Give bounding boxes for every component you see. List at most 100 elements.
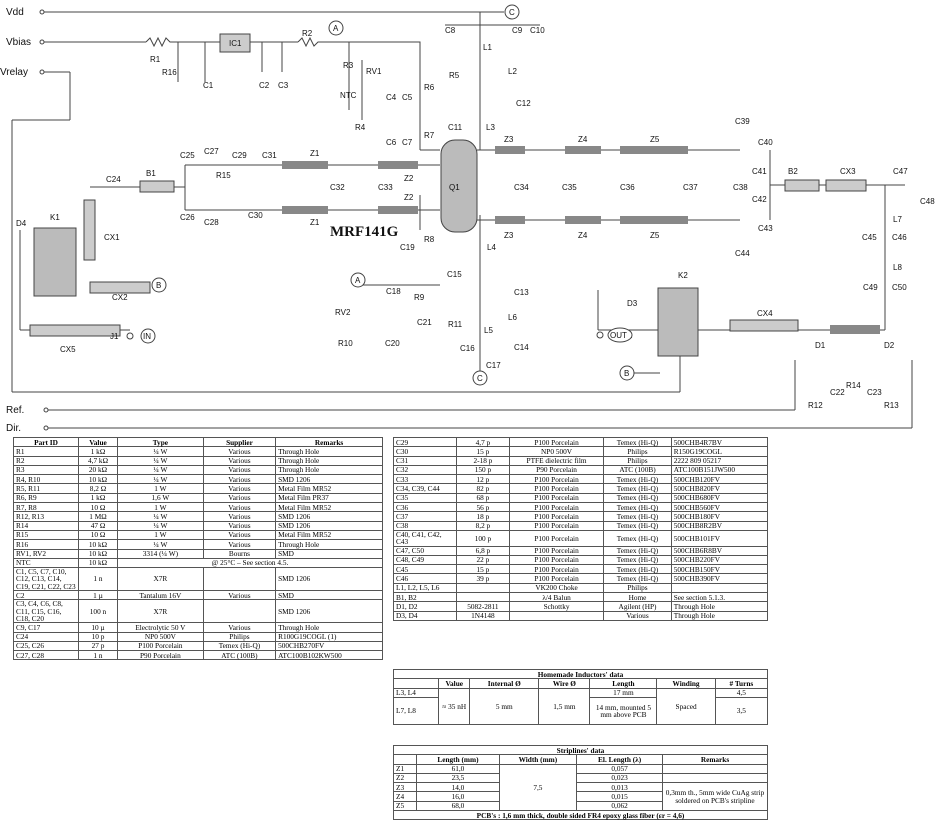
part-id-cell: RV1, RV2 — [13, 548, 79, 559]
node-b-right: B — [624, 369, 629, 378]
remarks-cell: SMD 1206 — [275, 474, 383, 485]
type-cell: P100 Porcelain — [508, 474, 605, 485]
type-cell: 1 W — [116, 502, 204, 513]
strip-length-cell: 68,0 — [416, 800, 500, 812]
ind-length: 17 mm — [589, 687, 658, 698]
schematic-diagram: Vdd Vbias Vrelay Ref. Dir. A C A C B B — [0, 4, 935, 432]
supplier-cell: Various — [202, 529, 277, 541]
part-id-cell: C33 — [393, 474, 457, 485]
value-cell: 27 p — [78, 640, 118, 652]
part-id-cell: C47, C50 — [393, 545, 457, 556]
value-cell: 10 Ω — [78, 502, 118, 513]
value-cell: 15 p — [456, 446, 510, 457]
value-cell: 4,7 p — [456, 436, 510, 448]
strip-id-cell: Z4 — [392, 791, 418, 802]
part-id-cell: C46 — [393, 573, 457, 584]
strip-ellength-cell: 0,015 — [576, 791, 663, 802]
value-cell: 150 p — [456, 464, 510, 476]
value-cell: 10 kΩ — [78, 474, 118, 485]
component-label-c2: C2 — [259, 81, 270, 90]
component-label-cx2: CX2 — [112, 293, 128, 302]
input-port-label: IN — [143, 332, 151, 341]
component-label-r13: R13 — [884, 401, 899, 410]
node-a-top: A — [333, 24, 339, 33]
component-label-c23: C23 — [867, 388, 882, 397]
component-label-d3: D3 — [627, 299, 638, 308]
component-label-c36: C36 — [620, 183, 635, 192]
type-cell: NP0 500V — [508, 446, 605, 457]
remarks-cell: 500CHB8R2BV — [670, 520, 769, 531]
supplier-cell: Temex (Hi-Q) — [603, 492, 672, 504]
component-label-c37: C37 — [683, 183, 698, 192]
remarks-cell: Through Hole — [275, 622, 383, 633]
type-cell: ¼ W — [116, 464, 204, 476]
value-cell: 12 p — [456, 474, 510, 485]
inductors-header-row: Value Internal Ø Wire Ø Length Winding #… — [392, 678, 769, 689]
rail-vbias: Vbias — [6, 37, 31, 48]
type-cell: P100 Porcelain — [508, 502, 605, 513]
rail-vrelay: Vrelay — [0, 67, 28, 78]
component-label-z1a: Z1 — [310, 149, 320, 158]
component-label-c16: C16 — [460, 344, 475, 353]
part-id-cell: R3 — [13, 464, 79, 476]
component-label-c11: C11 — [448, 123, 463, 132]
supplier-cell: Home — [603, 592, 672, 603]
supplier-cell: Temex (Hi-Q) — [603, 483, 672, 494]
value-cell: 47 Ω — [78, 520, 118, 531]
type-cell: P100 Porcelain — [508, 511, 605, 522]
remarks-cell: 500CHB220FV — [670, 554, 769, 566]
component-label-z1b: Z1 — [310, 218, 320, 227]
part-id-cell: C1, C5, C7, C10, C12, C13, C14, C19, C21… — [13, 567, 79, 592]
component-label-z4a: Z4 — [578, 135, 588, 144]
ind-winding: Spaced — [656, 687, 716, 725]
ind-id: L3, L4 — [392, 687, 440, 698]
value-cell: 6,8 p — [456, 545, 510, 556]
striplines-table: Striplines' data Length (mm) Width (mm) … — [392, 744, 768, 821]
component-label-r15: R15 — [216, 171, 231, 180]
type-cell: ¼ W — [116, 446, 204, 457]
component-label-c35: C35 — [562, 183, 577, 192]
part-id-cell: D3, D4 — [393, 610, 457, 621]
strip-length-cell: 61,0 — [416, 763, 500, 774]
component-label-c5: C5 — [402, 93, 413, 102]
component-label-c29: C29 — [232, 151, 247, 160]
type-cell: ¼ W — [116, 511, 204, 522]
remarks-cell: SMD 1206 — [275, 599, 383, 624]
component-label-r5: R5 — [449, 71, 460, 80]
ind-value: ≈ 35 nH — [438, 687, 471, 725]
component-label-k2: K2 — [678, 271, 688, 280]
component-label-c10: C10 — [530, 26, 545, 35]
parts-header-row: Part ID Value Type Supplier Remarks — [13, 436, 383, 448]
type-cell: P100 Porcelain — [508, 545, 605, 556]
ind-internal: 5 mm — [469, 687, 540, 725]
value-cell: 39 p — [456, 573, 510, 584]
remarks-cell: SMD 1206 — [275, 567, 383, 592]
remarks-cell: R100G19COGL (1) — [275, 631, 383, 642]
component-label-r12: R12 — [808, 401, 823, 410]
component-label-rv1: RV1 — [366, 67, 382, 76]
component-label-c47: C47 — [893, 167, 908, 176]
component-label-r9: R9 — [414, 293, 425, 302]
remarks-cell: Metal Film PR37 — [275, 492, 383, 504]
value-cell: 56 p — [456, 502, 510, 513]
type-cell: 1 W — [116, 483, 204, 494]
component-label-c8: C8 — [445, 26, 456, 35]
value-cell: 10 kΩ — [78, 539, 118, 550]
remarks-cell: 500CHB4R7BV — [670, 436, 769, 448]
supplier-cell: Various — [202, 539, 277, 550]
type-cell: 1 W — [116, 529, 204, 541]
component-label-d2: D2 — [884, 341, 895, 350]
component-label-c43: C43 — [758, 224, 773, 233]
type-cell: 3314 (¼ W) — [116, 548, 204, 559]
component-label-r2: R2 — [302, 29, 313, 38]
part-id-cell: C45 — [393, 564, 457, 575]
strip-remark-empty — [662, 772, 768, 784]
